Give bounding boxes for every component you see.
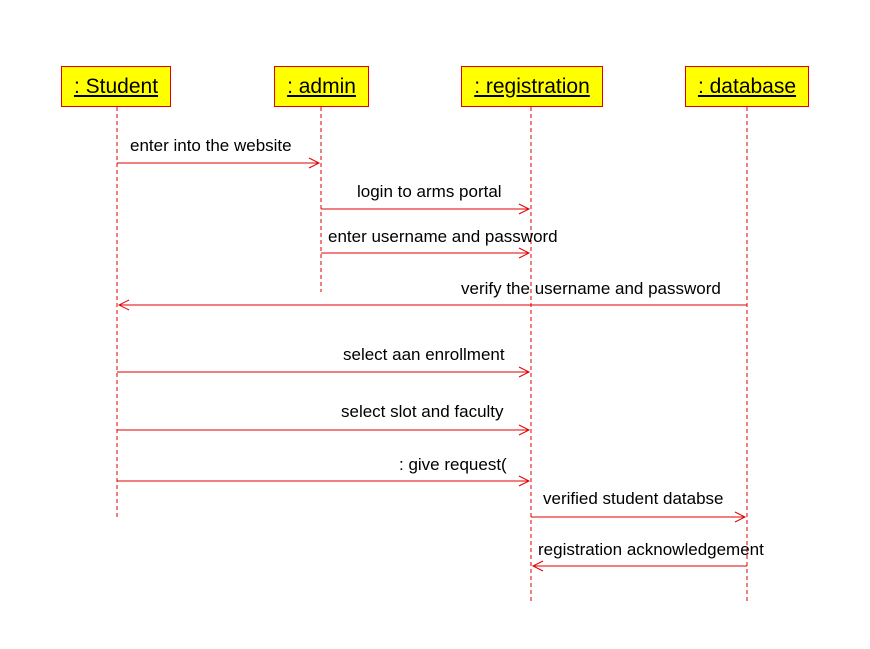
message-arrow-9 <box>531 560 747 572</box>
message-label-8: verified student databse <box>543 489 724 508</box>
participant-registration: : registration <box>461 66 603 107</box>
message-label-5: select aan enrollment <box>343 345 505 364</box>
message-arrow-7 <box>117 475 531 487</box>
message-label-7: : give request( <box>399 455 507 474</box>
message-arrow-5 <box>117 366 531 378</box>
message-label-2: login to arms portal <box>357 182 502 201</box>
message-arrow-3 <box>321 247 531 259</box>
message-label-6: select slot and faculty <box>341 402 504 421</box>
message-label-4: verify the username and password <box>461 279 721 298</box>
message-arrow-4 <box>117 299 747 311</box>
participant-student: : Student <box>61 66 171 107</box>
message-label-1: enter into the website <box>130 136 292 155</box>
message-arrow-6 <box>117 424 531 436</box>
message-arrow-1 <box>117 157 321 169</box>
message-arrow-2 <box>321 203 531 215</box>
participant-admin: : admin <box>274 66 369 107</box>
message-label-3: enter username and password <box>328 227 558 246</box>
participant-database: : database <box>685 66 809 107</box>
message-arrow-8 <box>531 511 747 523</box>
message-label-9: registration acknowledgement <box>538 540 764 559</box>
